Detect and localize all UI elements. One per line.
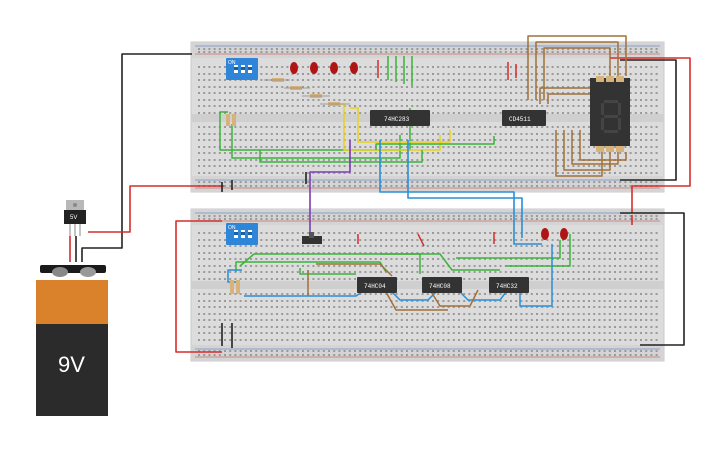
dip-on-label-bottom: ON	[228, 225, 236, 231]
chip-74hc283[interactable]: 74HC283	[370, 110, 430, 126]
chip-74hc04[interactable]: 74HC04	[357, 277, 397, 293]
wire-red-main	[88, 185, 224, 233]
dip-on-label: ON	[228, 60, 236, 66]
top-resistors	[226, 78, 350, 126]
top-leds[interactable]	[290, 62, 358, 74]
wire-black-right-bottom	[620, 212, 685, 346]
seven-segment-display[interactable]	[590, 76, 630, 152]
battery-9v[interactable]: 9V	[36, 265, 108, 416]
dip-switch-bottom[interactable]: ON	[226, 223, 258, 245]
wire-brown-t1	[527, 35, 627, 100]
wire-red-b2	[417, 233, 425, 247]
regulator-label: 5V	[70, 215, 77, 221]
slide-switch[interactable]	[302, 232, 322, 244]
wire-brown-t2	[535, 41, 619, 100]
wire-blue-b4	[459, 291, 507, 301]
wire-brown-b3	[429, 289, 479, 307]
wire-brown-t7	[563, 130, 611, 171]
wire-red-right-top	[610, 57, 691, 213]
chip-74hc32[interactable]: 74HC32	[489, 277, 529, 293]
chip-74hc32-label: 74HC32	[496, 283, 518, 290]
wire-green-t2	[231, 124, 401, 159]
chip-74hc08[interactable]: 74HC08	[422, 277, 462, 293]
wire-green-b5	[506, 234, 571, 267]
chip-74hc04-label: 74HC04	[364, 283, 386, 290]
bottom-breadboard-holes	[198, 215, 658, 356]
wire-green-b1	[239, 253, 421, 274]
wire-brown-t8	[571, 130, 619, 165]
wire-green-t7	[375, 136, 495, 150]
top-breadboard[interactable]	[190, 41, 665, 193]
wire-black-right-top	[620, 59, 677, 181]
wire-blue-b3	[391, 291, 437, 301]
bottom-leds[interactable]	[541, 228, 568, 240]
bottom-signal-wires[interactable]	[227, 232, 571, 311]
wire-green-b3	[299, 268, 356, 275]
wire-brown-b1	[316, 263, 393, 277]
wire-green-b6	[456, 240, 561, 259]
chip-cd4511[interactable]: CD4511	[502, 110, 546, 126]
wire-brown-t3	[543, 47, 611, 100]
wire-brown-b4	[385, 291, 448, 311]
top-breadboard-holes	[198, 48, 658, 187]
chip-74hc08-label: 74HC08	[429, 283, 451, 290]
wire-green-t8	[259, 150, 423, 163]
wire-red-bottom-left	[175, 220, 222, 353]
voltage-regulator[interactable]: 5V	[64, 200, 86, 236]
wire-yellow-t2	[350, 107, 451, 143]
battery-label: 9V	[58, 352, 85, 377]
wire-black-main	[81, 53, 192, 262]
power-wires[interactable]	[69, 53, 691, 353]
wire-blue-b2	[244, 291, 363, 297]
wire-green-b4	[380, 253, 500, 271]
wire-green-t1	[219, 108, 411, 151]
dip-switch-top[interactable]: ON	[226, 58, 258, 80]
inter-board-wires[interactable]	[305, 140, 542, 245]
wire-blue-2	[407, 140, 523, 238]
bottom-resistors	[230, 280, 240, 294]
wire-blue-b5	[519, 244, 553, 307]
wire-brown-t9	[579, 130, 627, 161]
wire-blue-1	[379, 140, 542, 245]
wire-purple	[309, 140, 351, 240]
chip-cd4511-label: CD4511	[509, 116, 531, 123]
chip-74hc283-label: 74HC283	[384, 116, 410, 123]
